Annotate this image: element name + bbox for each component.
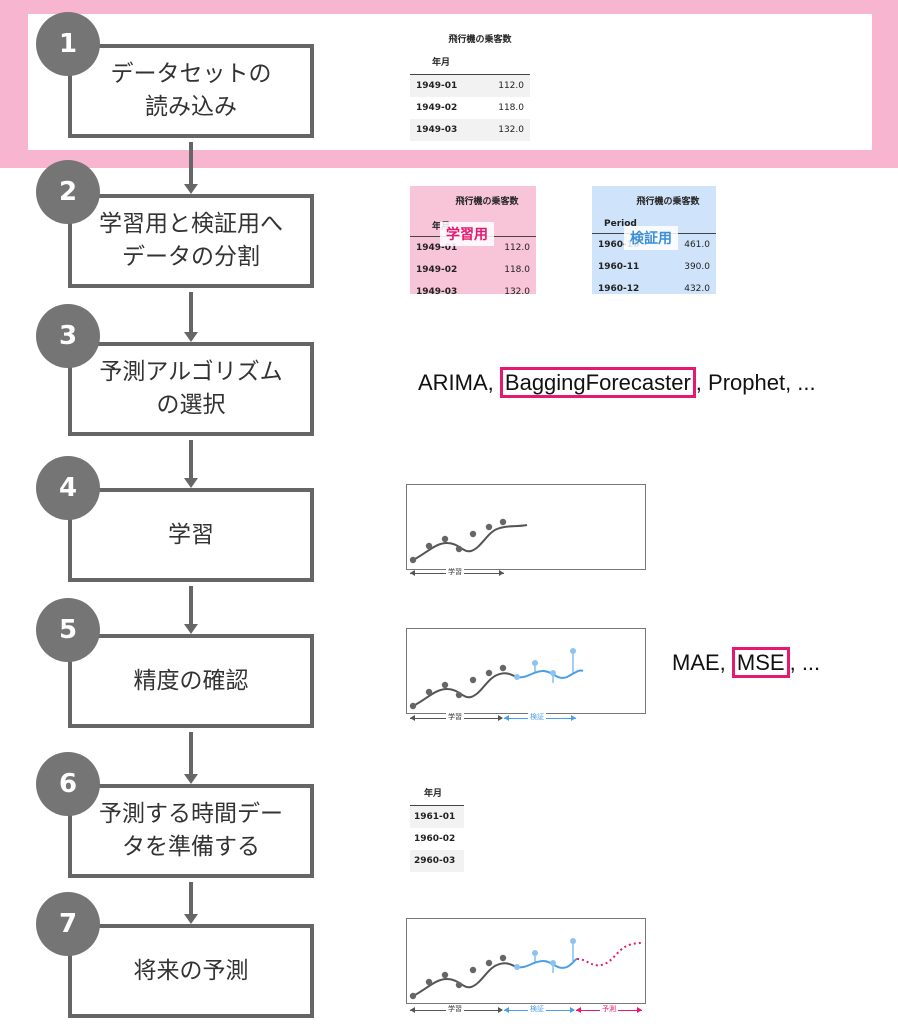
validation-plot-svg (409, 648, 584, 710)
step-5-label: 精度の確認 (133, 667, 249, 694)
metric-list-pre: MAE, (672, 650, 732, 675)
train-label: 学習 (446, 1004, 464, 1014)
row-value: 132.0 (498, 125, 524, 135)
flow-arrow-3-4 (184, 440, 198, 488)
row-value: 390.0 (684, 262, 710, 272)
table-title: 飛行機の乗客数 (636, 197, 700, 207)
table-row: 1960-12 432.0 (592, 278, 716, 300)
forecast-plot (406, 918, 646, 1004)
step-2-box: 学習用と検証用へ データの分割 (68, 194, 314, 288)
row-value: 118.0 (498, 103, 524, 113)
row-date: 1949-01 (416, 243, 458, 253)
row-date: 1960-02 (414, 834, 456, 844)
row-date: 1960-11 (598, 262, 640, 272)
validation-axis: 学習 検証 (410, 712, 576, 724)
step-1-label: データセットの 読み込み (110, 61, 272, 120)
table-row: 1960-02 (410, 828, 464, 850)
table-header: 年月 (410, 786, 464, 806)
training-plot-svg (409, 518, 528, 564)
row-date: 1949-02 (416, 103, 458, 113)
train-label: 学習 (446, 567, 464, 577)
algorithm-list-post: , Prophet, ... (695, 370, 816, 395)
row-date: 1961-01 (414, 812, 456, 822)
row-value: 461.0 (684, 240, 710, 250)
step1-data-table: 飛行機の乗客数 年月 1949-01 112.0 1949-02 118.0 194… (410, 32, 530, 141)
step-6-badge: 6 (36, 752, 100, 816)
table-row: 1961-01 (410, 806, 464, 828)
step-4-box: 学習 (68, 488, 314, 582)
row-value: 432.0 (684, 284, 710, 294)
step-1-box: データセットの 読み込み (68, 44, 314, 138)
forecast-plot-svg (409, 938, 644, 1000)
train-stamp: 学習用 (440, 222, 494, 246)
row-date: 1949-01 (416, 81, 458, 91)
metric-list-post: , ... (789, 650, 821, 675)
table-row: 1949-01 112.0 (410, 75, 530, 97)
step-7-label: 将来の予測 (133, 957, 249, 984)
step-3-label: 予測アルゴリズム の選択 (99, 359, 283, 418)
row-date: 1949-03 (416, 125, 458, 135)
row-value: 112.0 (498, 81, 524, 91)
metric-highlight: MSE (731, 647, 790, 678)
row-value: 118.0 (504, 265, 530, 275)
step-5-box: 精度の確認 (68, 634, 314, 728)
step-7-badge: 7 (36, 892, 100, 956)
step-3-badge: 3 (36, 304, 100, 368)
step-2-badge: 2 (36, 160, 100, 224)
test-label: 検証 (528, 712, 546, 722)
table-row: 1949-02 118.0 (410, 259, 536, 281)
row-value: 132.0 (504, 287, 530, 297)
table-row: 1960-11 390.0 (592, 256, 716, 278)
forecast-label: 予測 (600, 1004, 618, 1014)
validation-plot (406, 628, 646, 714)
step-7-box: 将来の予測 (68, 924, 314, 1018)
test-stamp: 検証用 (624, 226, 678, 250)
training-plot (406, 484, 646, 570)
train-label: 学習 (446, 712, 464, 722)
table-row: 1949-03 132.0 (410, 281, 536, 303)
table-title: 飛行機の乗客数 (455, 197, 519, 207)
future-periods-table: 年月 1961-01 1960-02 2960-03 (410, 786, 464, 872)
flow-arrow-1-2 (184, 142, 198, 194)
table-row: 1949-01 112.0 (410, 237, 536, 259)
row-date: 1949-02 (416, 265, 458, 275)
flow-arrow-4-5 (184, 586, 198, 634)
step-6-box: 予測する時間デー タを準備する (68, 784, 314, 878)
step-4-label: 学習 (168, 521, 214, 548)
step-5-badge: 5 (36, 598, 100, 662)
table-row: 2960-03 (410, 850, 464, 872)
forecast-axis: 学習 検証 予測 (410, 1004, 642, 1016)
step-3-box: 予測アルゴリズム の選択 (68, 342, 314, 436)
row-date: 1960-10 (598, 240, 640, 250)
table-title: 飛行機の乗客数 (448, 35, 512, 45)
algorithm-list: ARIMA, BaggingForecaster, Prophet, ... (418, 367, 816, 398)
flow-arrow-2-3 (184, 292, 198, 342)
row-value: 112.0 (504, 243, 530, 253)
table-row: 1960-10 461.0 (592, 234, 716, 256)
row-date: 1960-12 (598, 284, 640, 294)
algorithm-list-pre: ARIMA, (418, 370, 500, 395)
step-1-badge: 1 (36, 12, 100, 76)
step-6-label: 予測する時間デー タを準備する (99, 801, 283, 860)
row-date: 1949-03 (416, 287, 458, 297)
step-2-label: 学習用と検証用へ データの分割 (99, 211, 283, 270)
table-header: 年月 (410, 45, 530, 75)
flow-arrow-5-6 (184, 732, 198, 784)
metric-list: MAE, MSE, ... (672, 647, 821, 678)
training-axis: 学習 (410, 567, 504, 579)
table-row: 1949-03 132.0 (410, 119, 530, 141)
row-date: 2960-03 (414, 856, 456, 866)
table-row: 1949-02 118.0 (410, 97, 530, 119)
algorithm-highlight: BaggingForecaster (499, 367, 696, 398)
step-4-badge: 4 (36, 456, 100, 520)
flow-arrow-6-7 (184, 882, 198, 924)
test-label: 検証 (528, 1004, 546, 1014)
